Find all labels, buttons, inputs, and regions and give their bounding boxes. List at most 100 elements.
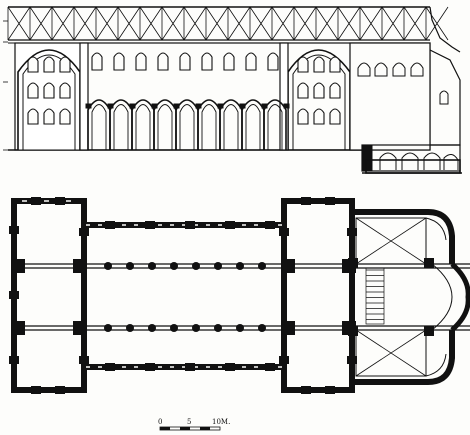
tower-window [27,56,39,73]
tower-window [313,108,325,125]
truss-member [205,6,229,41]
wall-pier [301,197,311,205]
nave-pier [214,262,222,270]
aisle-walls [84,222,284,370]
wall-pier [225,221,235,229]
column-capital [151,103,158,109]
wall-pier [265,363,275,371]
wall-pier [279,356,289,364]
tower-window [313,56,325,73]
wall-pier [325,197,335,205]
tower-window [59,82,71,99]
tower-window [313,82,325,99]
scale-label-10: 10M. [212,418,230,426]
arcade-arch [263,99,287,150]
wall-pier [55,386,65,394]
tower-window [27,82,39,99]
tower-window [297,108,309,125]
truss-member [359,6,383,41]
truss-member [73,6,97,41]
chancel-plan [348,209,470,385]
column-capital [283,103,290,109]
scale-label-0: 0 [158,418,162,426]
arcade-arch-inner [223,104,239,150]
wall-pier [31,197,41,205]
truss-member [161,6,185,41]
truss-member [139,6,163,41]
nave-pier [126,324,134,332]
truss-member [425,6,449,41]
wall-pier [279,228,289,236]
scale-label-5: 5 [187,418,191,426]
column-capital [85,103,92,109]
wall-pier [347,228,357,236]
nave-pier [192,324,200,332]
clerestory-window [245,52,257,71]
tower-window [297,56,309,73]
column-capital [195,103,202,109]
nave-pier [258,324,266,332]
wall-pier [185,221,195,229]
pier-east [279,42,289,151]
crossing-arch-section [287,49,351,150]
wall-pier [265,221,275,229]
truss-member [381,6,405,41]
wall-pier [325,386,335,394]
clerestory-window [223,52,235,71]
column-capital [239,103,246,109]
tower-window [43,82,55,99]
truss-member [271,6,295,41]
arcade-arch-inner [113,104,129,150]
wall-pier [79,228,89,236]
truss-member [249,6,273,41]
wall-pier [9,291,19,299]
nave-pier [258,262,266,270]
nave-pier [170,324,178,332]
arcade-arch-inner [157,104,173,150]
arcade-arch-inner [201,104,217,150]
wall-pier [79,356,89,364]
wall-pier [9,356,19,364]
nave-pier [126,262,134,270]
arcade-arch-inner [267,104,283,150]
wall-pier [225,363,235,371]
truss-member [183,6,207,41]
tower-window [329,82,341,99]
clerestory-window [113,52,125,71]
nave-pier [214,324,222,332]
nave-pier [104,324,112,332]
wall-pier [347,356,357,364]
arcade-arch-inner [91,104,107,150]
wall-pier [31,386,41,394]
truss-member [29,6,53,41]
truss-member [95,6,119,41]
nave-arcade [85,99,290,150]
scale-bar: 0 5 10M. [158,418,230,431]
tower-window [27,108,39,125]
nave-pier [148,262,156,270]
nave-pier [148,324,156,332]
wall-pier [185,363,195,371]
arcade-arch-inner [245,104,261,150]
truss-member [337,6,361,41]
nave-pier [104,262,112,270]
clerestory-window [157,52,169,71]
column-capital [217,103,224,109]
wall-pier [105,363,115,371]
arcade-arch-inner [179,104,195,150]
arcade-arch-inner [135,104,151,150]
section-level-marks [3,20,8,151]
east-block-walls [281,198,355,393]
crypt-stairs [365,267,385,325]
nave-pier [170,262,178,270]
truss-member [403,6,427,41]
column-capital [173,103,180,109]
truss-member [293,6,317,41]
wall-pier [105,221,115,229]
tower-window [297,82,309,99]
column-capital [129,103,136,109]
nave-pier [236,262,244,270]
truss-member [7,6,31,41]
